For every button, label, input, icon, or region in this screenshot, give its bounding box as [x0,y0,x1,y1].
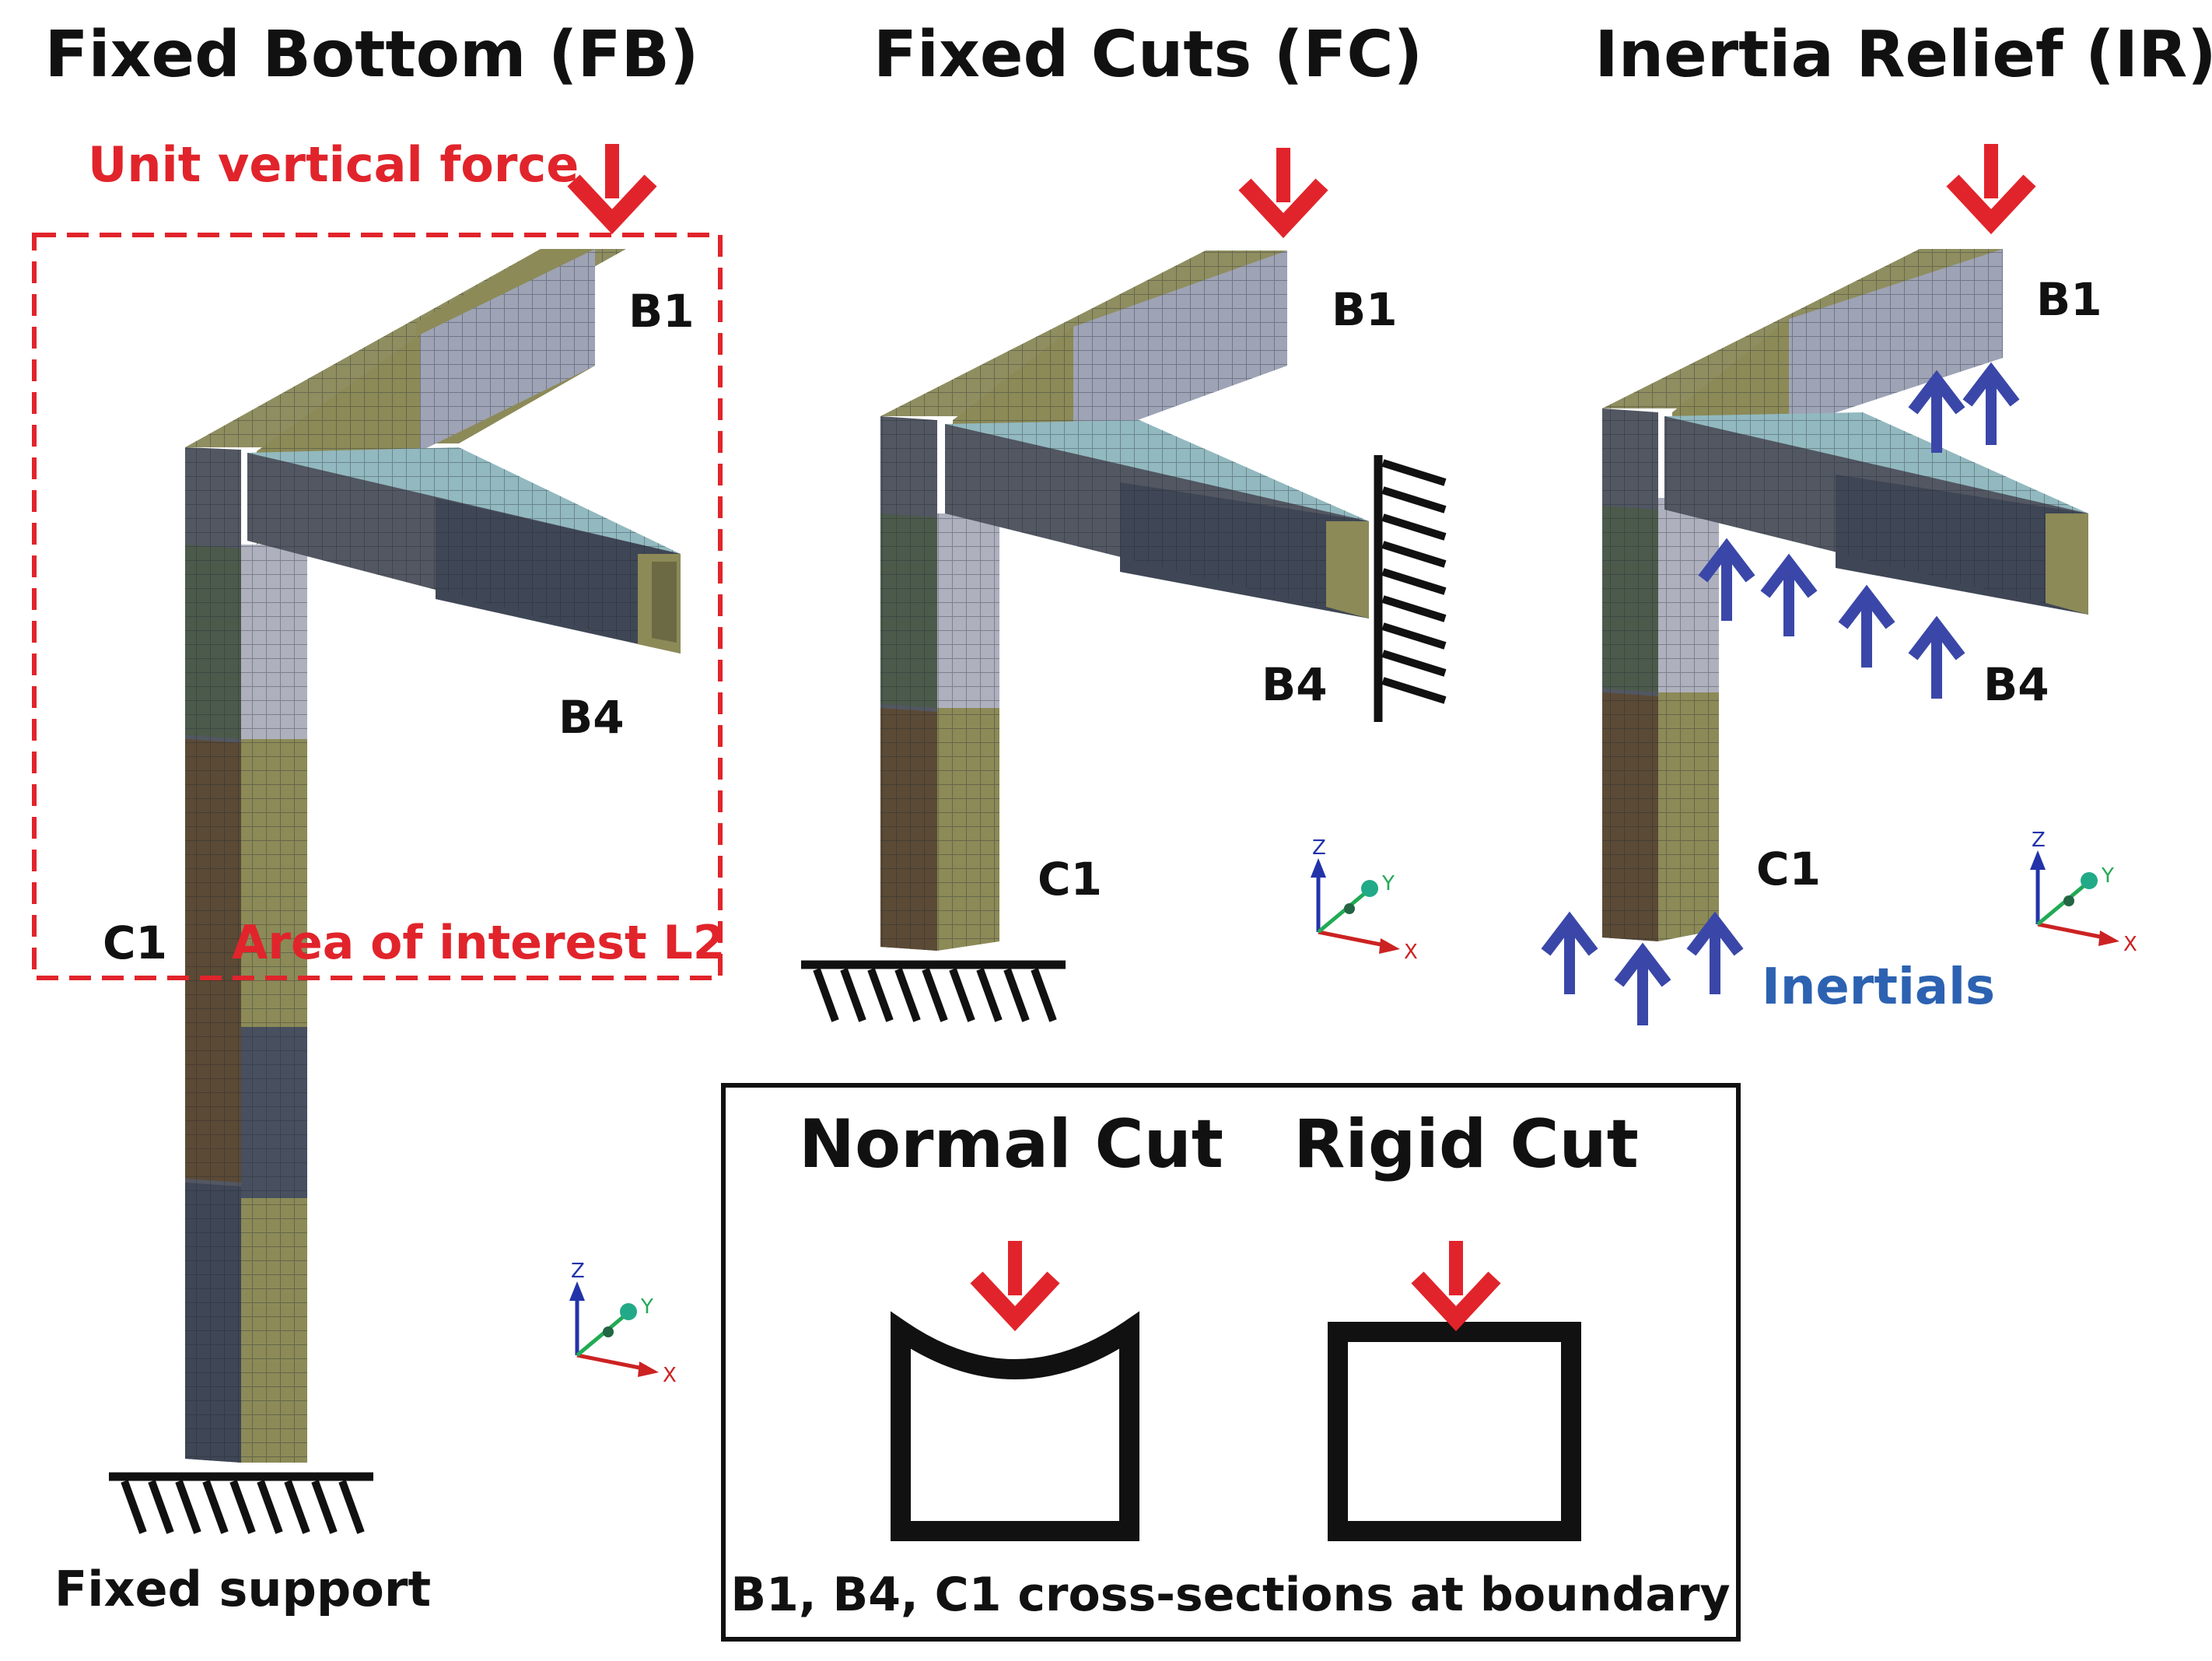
force-arrow-fc [1251,148,1316,226]
cross-section-caption: B1, B4, C1 cross-sections at boundary [730,1568,1730,1622]
force-arrow-fb [579,144,645,222]
area-of-interest-label: Area of interest L2 [232,916,726,970]
ir-label-b1: B1 [2036,273,2102,326]
fixed-cuts-frame-model [880,251,1369,951]
area-of-interest-box [32,233,723,980]
inertia-relief-frame-model [1602,249,2088,941]
fixed-bottom-frame-model [185,249,681,1463]
ir-label-b4: B4 [1983,658,2049,711]
fc-label-c1: C1 [1038,853,1102,906]
axis-y-label: Y [1381,872,1395,895]
cut-legend-box: Normal Cut Rigid Cut B1, B4, C1 cross-se… [721,1083,1741,1642]
inertial-arrows-b1 [1916,372,2011,453]
title-fixed-cuts: Fixed Cuts (FC) [873,18,1423,92]
axis-z-label: Z [1312,836,1326,860]
rigid-cut-title: Rigid Cut [1293,1106,1639,1183]
axis-x-label: X [1404,941,1418,964]
axis-x-label: X [663,1364,677,1387]
axis-x-label: X [2123,933,2137,956]
axis-triad-fc: Z Y X [1311,836,1418,964]
fb-label-b1: B1 [628,285,695,338]
axis-y-label: Y [2101,864,2114,888]
axis-triad-ir: Z Y X [2030,829,2137,956]
force-arrow-ir [1958,144,2024,222]
normal-cut-title: Normal Cut [799,1106,1223,1183]
fc-label-b1: B1 [1332,283,1398,336]
fixed-support-hatch-fc [801,965,1066,1021]
fixed-support-hatch [109,1477,373,1533]
normal-cut-section [891,1311,1139,1541]
unit-vertical-force-label: Unit vertical force [88,136,579,193]
axis-y-label: Y [640,1295,653,1319]
fc-label-b4: B4 [1262,658,1328,711]
fixed-wall-hatch [1374,455,1447,722]
fb-label-b4: B4 [558,691,625,744]
title-inertia-relief: Inertia Relief (IR) [1594,18,2212,92]
axis-triad-fb: Z Y X [569,1260,677,1387]
inertials-label: Inertials [1762,958,1995,1016]
ir-label-c1: C1 [1756,843,1821,895]
axis-z-label: Z [2032,829,2046,852]
fixed-support-label: Fixed support [54,1561,431,1617]
rigid-cut-section [1328,1322,1581,1541]
fb-label-c1: C1 [103,916,167,969]
title-fixed-bottom: Fixed Bottom (FB) [45,18,699,92]
axis-z-label: Z [571,1260,585,1283]
